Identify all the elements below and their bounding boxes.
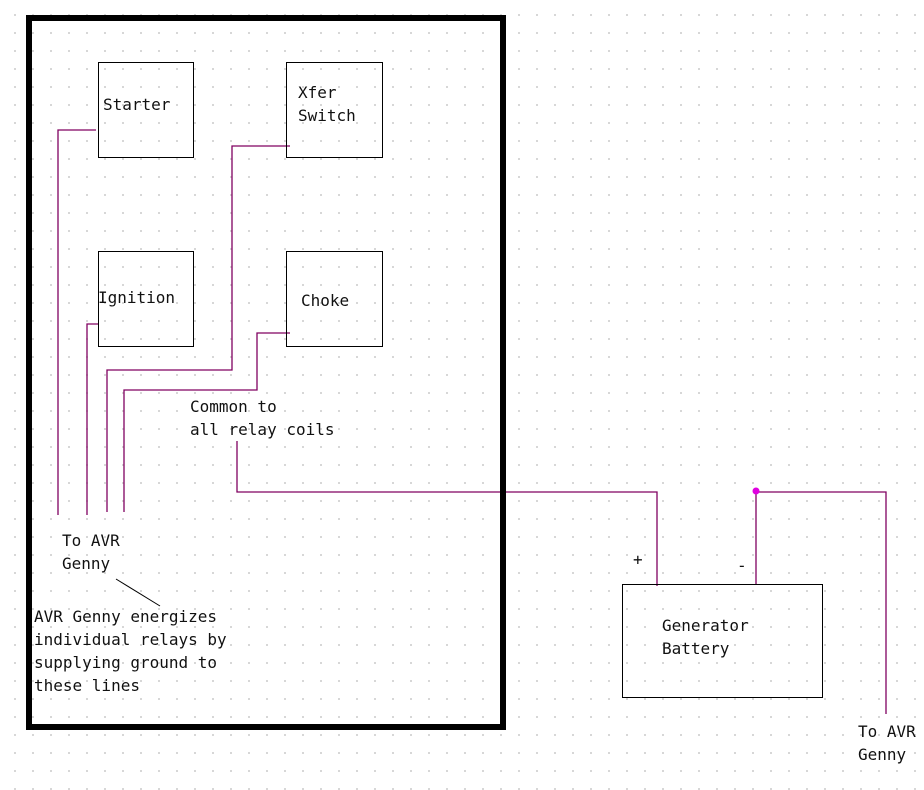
energize-note-line2: individual relays by (34, 630, 227, 649)
xfer-switch-relay-box (286, 62, 383, 158)
avr-right-line2: Genny (858, 745, 907, 764)
xfer-label-line1: Xfer (298, 83, 337, 102)
note-leader-line (115, 578, 161, 607)
common-note-line2: all relay coils (190, 420, 335, 439)
energize-note-line4: these lines (34, 676, 140, 695)
ground-wire (755, 491, 887, 714)
xfer-label-line2: Switch (298, 106, 356, 125)
relay-enclosure (26, 15, 506, 730)
ignition-label: Ignition (98, 288, 176, 307)
starter-label: Starter (103, 95, 171, 114)
starter-relay-box (98, 62, 194, 158)
avr-left-line2: Genny (62, 554, 111, 573)
avr-left-line1: To AVR (62, 531, 120, 550)
ignition-relay-box (98, 251, 194, 347)
generator-battery-box (622, 584, 823, 698)
choke-wire (123, 332, 290, 512)
junction-dot (752, 487, 760, 495)
common-note-line1: Common to (190, 397, 277, 416)
battery-label-line1: Generator (662, 616, 749, 635)
starter-wire (57, 129, 96, 515)
battery-minus-terminal: - (737, 556, 747, 575)
xfer-switch-wire (106, 145, 290, 512)
choke-label: Choke (301, 291, 350, 310)
common-wire (236, 441, 658, 586)
energize-note-line1: AVR Genny energizes (34, 607, 218, 626)
battery-label-line2: Battery (662, 639, 730, 658)
avr-right-line1: To AVR (858, 722, 916, 741)
ignition-wire (86, 323, 98, 515)
battery-plus-terminal: + (633, 550, 643, 569)
choke-relay-box (286, 251, 383, 347)
energize-note-line3: supplying ground to (34, 653, 218, 672)
